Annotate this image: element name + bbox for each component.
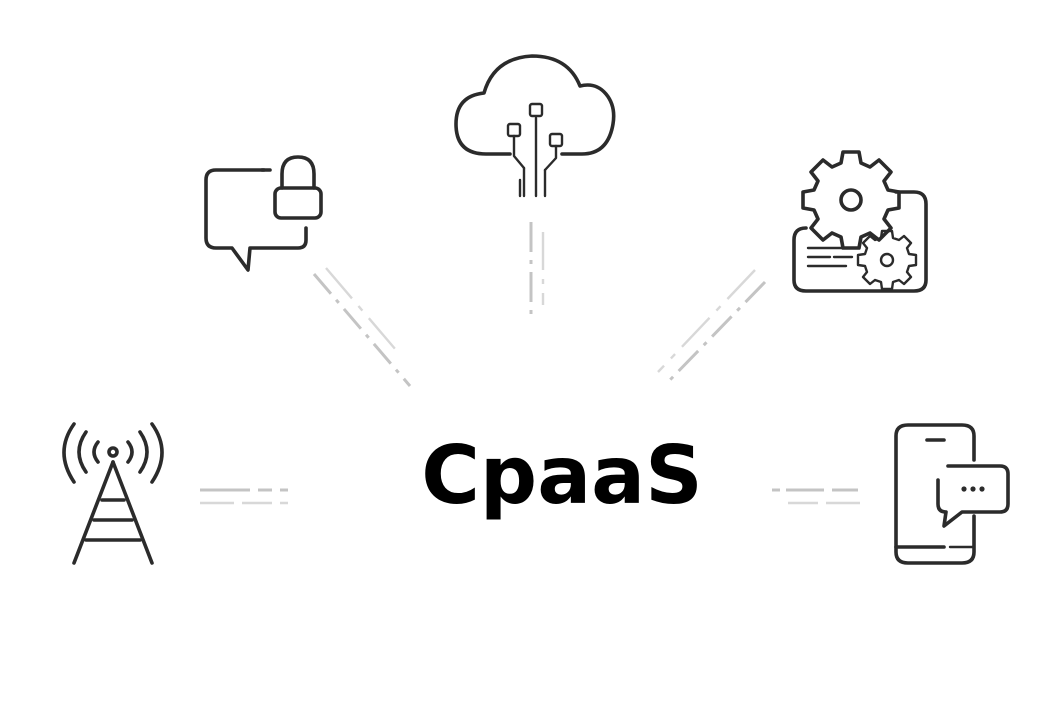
cloud-circuit-icon bbox=[454, 54, 616, 198]
connector-secure-messaging bbox=[312, 267, 412, 387]
radio-tower-icon bbox=[62, 422, 164, 565]
connector-mobile-chat bbox=[772, 488, 866, 505]
smartphone-chat-icon bbox=[894, 423, 1010, 565]
center-label: CpaaS bbox=[421, 429, 703, 522]
connector-cloud bbox=[529, 222, 545, 318]
connector-settings-panel bbox=[657, 269, 767, 384]
small-gear-icon bbox=[856, 229, 918, 291]
connector-cell-tower bbox=[200, 488, 288, 505]
chat-lock-icon bbox=[204, 155, 323, 272]
large-gear-icon bbox=[801, 150, 901, 250]
gears-panel-icon bbox=[792, 150, 928, 293]
